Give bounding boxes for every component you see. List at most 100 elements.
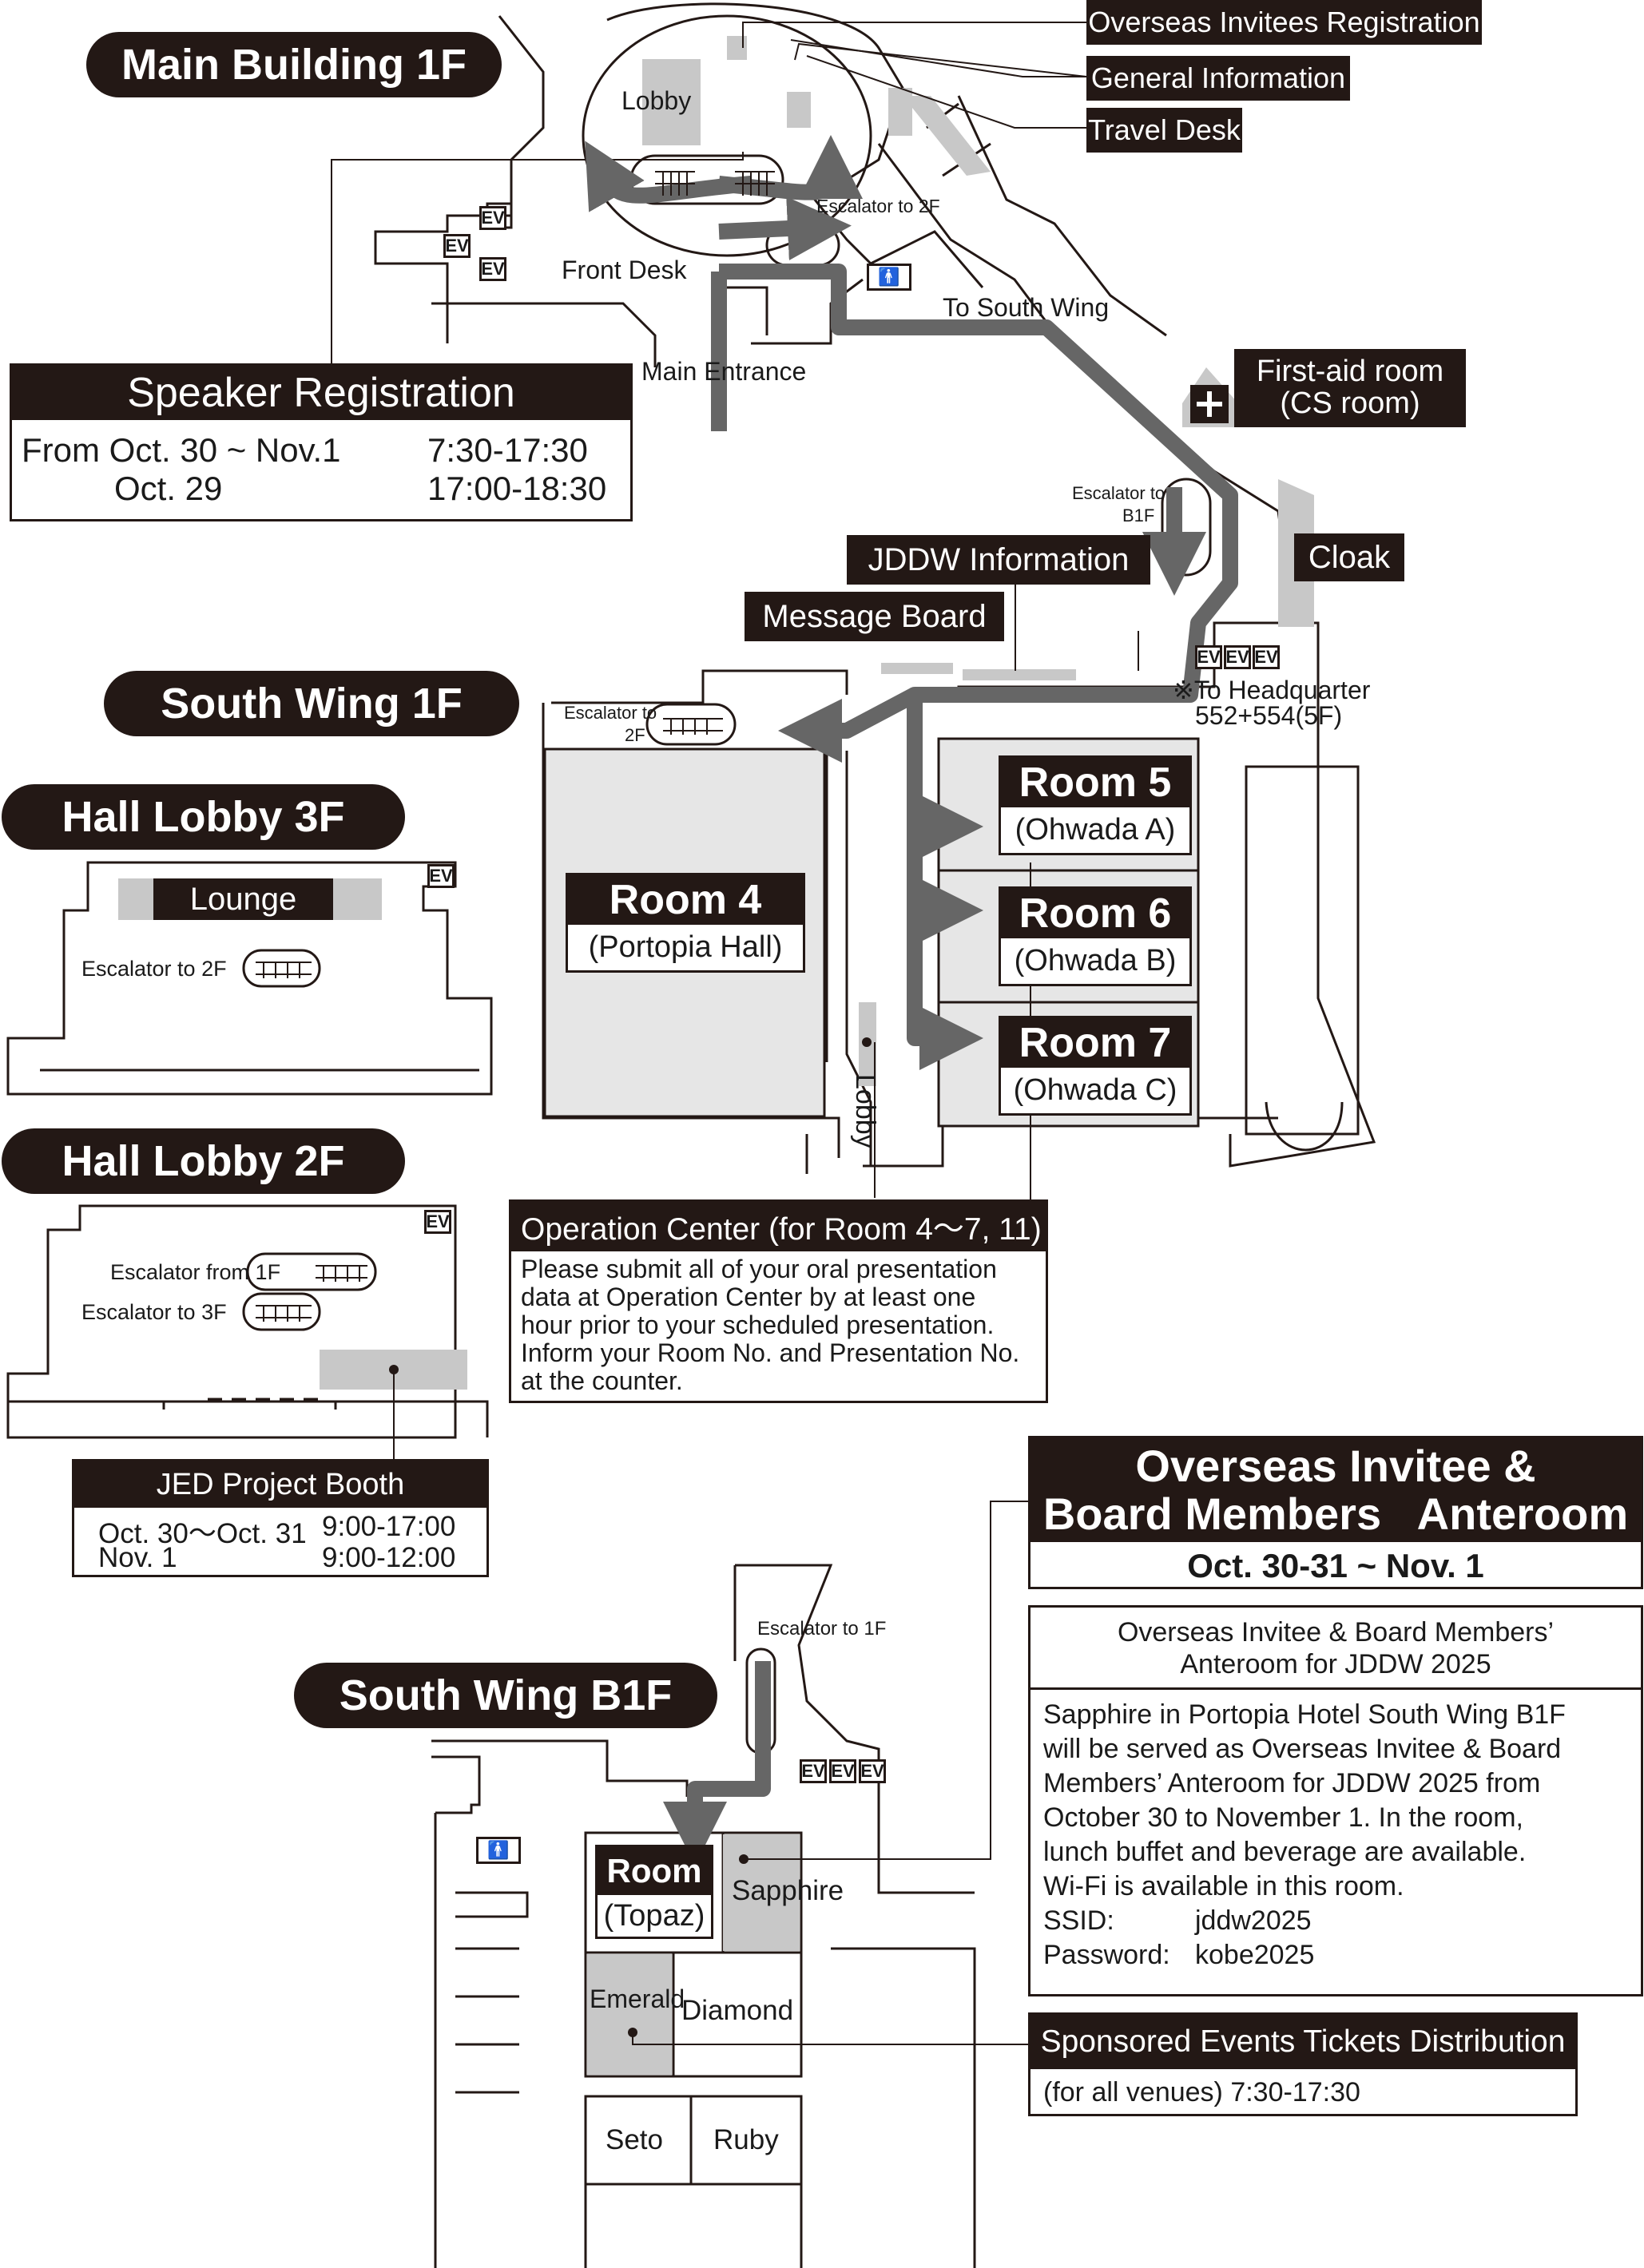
operation-center-line-3: hour prior to your scheduled presentatio… — [521, 1310, 995, 1339]
south-lobby-label: Lobby — [850, 1074, 880, 1148]
elevator-icon: EV — [859, 1759, 886, 1783]
lounge-label: Lounge — [153, 878, 333, 920]
anteroom-title-line2: Board Members Anteroom — [1042, 1489, 1629, 1539]
escalator-to-b1f-label: Escalator to — [1072, 483, 1165, 503]
elevator-icon: EV — [1224, 645, 1251, 669]
room-11-subtitle: (Topaz) — [603, 1899, 705, 1933]
jed-project-booth-box: JED Project Booth Oct. 30〜Oct. 31 9:00-1… — [72, 1459, 489, 1577]
room-6[interactable]: Room 6 (Ohwada B) — [999, 886, 1192, 986]
emerald-room-label[interactable]: Emerald — [590, 1985, 685, 2013]
speaker-registration-title: Speaker Registration — [12, 366, 630, 420]
cloak-label: Cloak — [1294, 533, 1404, 581]
room-6-title: Room 6 — [1001, 889, 1189, 938]
anteroom-line-6: Wi-Fi is available in this room. — [1043, 1871, 1404, 1901]
anteroom-line-5: lunch buffet and beverage are available. — [1043, 1837, 1527, 1867]
speaker-registration-box: Speaker Registration From Oct. 30 ~ Nov.… — [10, 363, 633, 521]
floor-title-south-1f: South Wing 1F — [104, 671, 519, 736]
room-4[interactable]: Room 4 (Portopia Hall) — [566, 873, 805, 973]
seto-room-label[interactable]: Seto — [606, 2124, 663, 2155]
operation-center-line-5: at the counter. — [521, 1366, 683, 1395]
operation-center-line-4: Inform your Room No. and Presentation No… — [521, 1338, 1020, 1367]
anteroom-detail-box: Overseas Invitee & Board Members’ Antero… — [1028, 1605, 1643, 1996]
headquarter-rooms-label: 552+554(5F) — [1195, 701, 1343, 730]
jed-row-2-date: Nov. 1 — [98, 1542, 177, 1573]
floor-title-hall-2f: Hall Lobby 2F — [2, 1128, 405, 1194]
elevator-icon: EV — [479, 206, 506, 230]
jed-row-1-time: 9:00-17:00 — [322, 1511, 456, 1542]
anteroom-title: Overseas Invitee & Board Members Anteroo… — [1030, 1438, 1641, 1542]
elevator-icon: EV — [1195, 645, 1222, 669]
room-5-title: Room 5 — [1001, 758, 1189, 807]
room-4-title: Room 4 — [568, 875, 803, 925]
anteroom-line-4: October 30 to November 1. In the room, — [1043, 1802, 1523, 1833]
operation-center-title: Operation Center (for Room 4〜7, 11) — [511, 1202, 1046, 1251]
room-4-subtitle: (Portopia Hall) — [588, 930, 783, 964]
south-escalator-label: Escalator to — [564, 703, 657, 723]
room-6-subtitle: (Ohwada B) — [1014, 944, 1177, 977]
elevator-icon: EV — [424, 1210, 451, 1234]
floor-title-south-b1f: South Wing B1F — [294, 1663, 717, 1728]
speaker-row-1-date: From Oct. 30 ~ Nov.1 — [22, 431, 341, 469]
operation-center-line-1: Please submit all of your oral presentat… — [521, 1255, 997, 1283]
sponsored-events-title: Sponsored Events Tickets Distribution — [1030, 2015, 1575, 2069]
b1f-escalator-label: Escalator to 1F — [757, 1618, 887, 1640]
operation-center-line-2: data at Operation Center by at least one — [521, 1283, 976, 1311]
anteroom-subtitle-2: Anteroom for JDDW 2025 — [1180, 1649, 1491, 1679]
ssid-value[interactable]: jddw2025 — [1195, 1905, 1312, 1936]
elevator-icon: EV — [829, 1759, 856, 1783]
jed-row-1-date: Oct. 30〜Oct. 31 — [98, 1518, 307, 1549]
ruby-room-label[interactable]: Ruby — [713, 2124, 779, 2155]
anteroom-subtitle-1: Overseas Invitee & Board Members’ — [1117, 1617, 1555, 1647]
hall-2f-escalator-from-label: Escalator from 1F — [110, 1260, 281, 1284]
jed-project-booth-title: JED Project Booth — [74, 1461, 486, 1508]
sponsored-events-detail: (for all venues) 7:30-17:30 — [1043, 2077, 1360, 2107]
sapphire-room-label[interactable]: Sapphire — [732, 1875, 844, 1906]
escalator-to-2f-label: Escalator to 2F — [816, 196, 940, 216]
room-5-subtitle: (Ohwada A) — [1015, 813, 1176, 847]
hall-3f-escalator-label: Escalator to 2F — [81, 957, 227, 981]
restroom-icon: 🚹 — [476, 1837, 521, 1864]
to-south-wing-label: To South Wing — [943, 293, 1110, 322]
anteroom-line-3: Members’ Anteroom for JDDW 2025 from — [1043, 1768, 1541, 1798]
speaker-row-1-time: 7:30-17:30 — [427, 431, 588, 469]
diamond-room-label[interactable]: Diamond — [681, 1995, 794, 2026]
headquarter-label: ※To Headquarter — [1173, 676, 1371, 704]
anteroom-title-line1: Overseas Invitee & — [1135, 1441, 1536, 1492]
south-escalator-floor-label: 2F — [625, 725, 645, 745]
jed-row-2-time: 9:00-12:00 — [322, 1542, 456, 1573]
password-value[interactable]: kobe2025 — [1195, 1940, 1315, 1970]
anteroom-line-1: Sapphire in Portopia Hotel South Wing B1… — [1043, 1699, 1566, 1730]
sponsored-events-box: Sponsored Events Tickets Distribution (f… — [1028, 2012, 1578, 2116]
first-aid-line2: (CS room) — [1280, 387, 1420, 420]
elevator-icon: EV — [427, 864, 455, 888]
speaker-row-2-time: 17:00-18:30 — [427, 470, 607, 507]
room-5[interactable]: Room 5 (Ohwada A) — [999, 755, 1192, 855]
room-7-subtitle: (Ohwada C) — [1013, 1073, 1177, 1107]
front-desk-label: Front Desk — [562, 256, 687, 284]
message-board-label: Message Board — [745, 592, 1004, 641]
anteroom-dates: Oct. 30-31 ~ Nov. 1 — [1187, 1547, 1484, 1584]
lobby-label: Lobby — [621, 86, 692, 115]
travel-desk-label: Travel Desk — [1086, 108, 1242, 153]
password-label: Password: — [1043, 1940, 1170, 1970]
jddw-information-label: JDDW Information — [847, 535, 1150, 585]
anteroom-divider — [1030, 1687, 1641, 1690]
floor-title-hall-3f: Hall Lobby 3F — [2, 784, 405, 850]
operation-center-box: Operation Center (for Room 4〜7, 11) Plea… — [509, 1199, 1048, 1403]
elevator-icon: EV — [800, 1759, 827, 1783]
elevator-icon: EV — [1253, 645, 1280, 669]
ssid-label: SSID: — [1043, 1905, 1114, 1936]
elevator-icon: EV — [443, 234, 471, 258]
elevator-icon: EV — [479, 257, 506, 281]
general-information-label: General Information — [1086, 56, 1350, 101]
main-entrance-label: Main Entrance — [641, 357, 807, 386]
first-aid-line1: First-aid room — [1256, 355, 1444, 389]
speaker-row-2-date: Oct. 29 — [114, 470, 223, 507]
hall-2f-escalator-to-label: Escalator to 3F — [81, 1300, 227, 1324]
overseas-registration-label: Overseas Invitees Registration — [1086, 0, 1482, 45]
anteroom-header-box: Overseas Invitee & Board Members Anteroo… — [1028, 1436, 1643, 1589]
room-7[interactable]: Room 7 (Ohwada C) — [999, 1016, 1192, 1116]
anteroom-line-2: will be served as Overseas Invitee & Boa… — [1043, 1734, 1562, 1764]
first-aid-room-label: First-aid room (CS room) — [1234, 349, 1466, 427]
room-11[interactable]: Room 11 (Topaz) — [595, 1845, 713, 1939]
